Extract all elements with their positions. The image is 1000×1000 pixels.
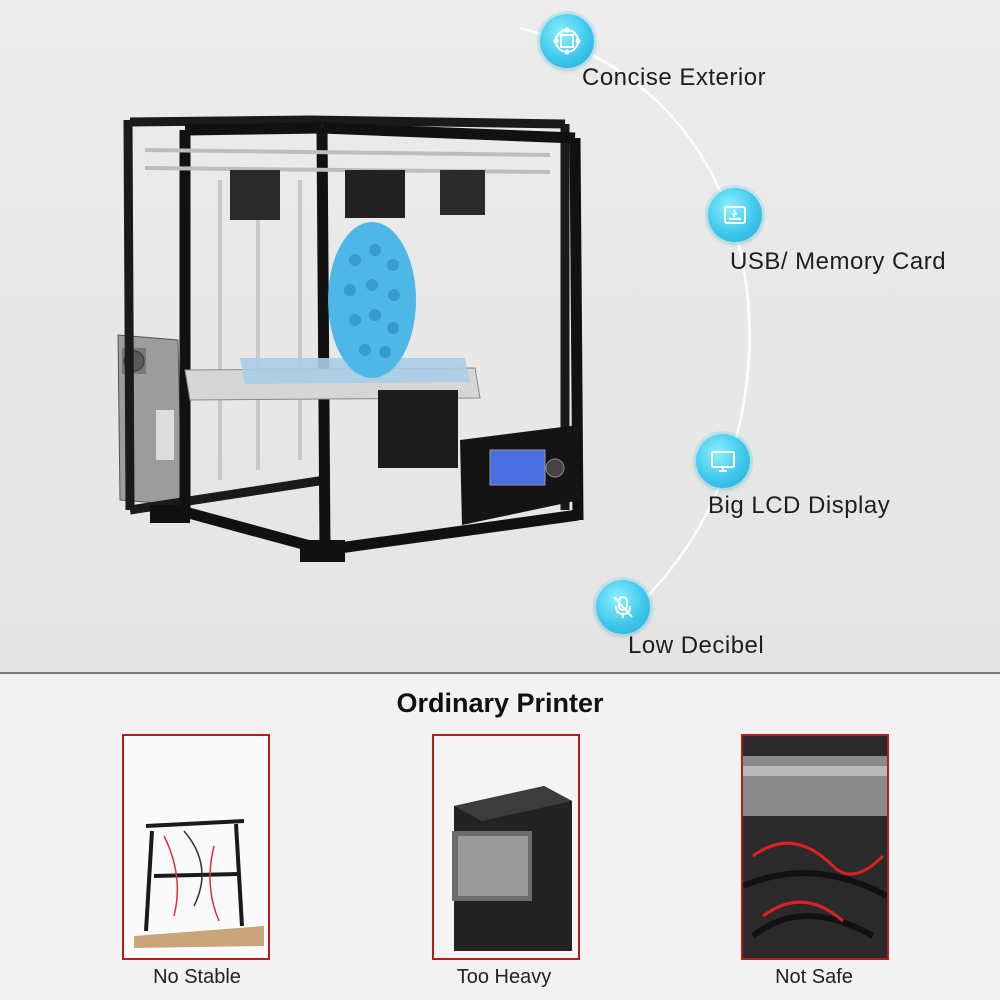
- grid-panel-icon: [540, 14, 594, 68]
- heavy-printer-image: [434, 736, 578, 958]
- muted-sound-icon: [596, 580, 650, 634]
- feature-label: USB/ Memory Card: [730, 248, 947, 275]
- decorative-arc: [519, 26, 751, 631]
- comparison-caption: Too Heavy: [456, 966, 552, 988]
- monitor-icon: [696, 434, 750, 488]
- comparison-title: Ordinary Printer: [396, 688, 604, 718]
- comparison-card-too-heavy: [432, 734, 580, 960]
- comparison-caption: Not Safe: [775, 966, 853, 988]
- comparison-card-not-safe: [741, 734, 889, 960]
- unstable-printer-image: [124, 736, 268, 958]
- printer-image: [117, 115, 584, 562]
- section-divider: [0, 672, 1000, 674]
- comparison-card-no-stable: [122, 734, 270, 960]
- comparison-caption: No Stable: [153, 966, 241, 988]
- feature-label: Big LCD Display: [708, 492, 891, 519]
- unsafe-wiring-image: [743, 736, 887, 958]
- feature-label: Concise Exterior: [582, 64, 767, 91]
- feature-label: Low Decibel: [628, 632, 765, 659]
- memory-card-icon: [708, 188, 762, 242]
- hero-panel: [0, 0, 1000, 672]
